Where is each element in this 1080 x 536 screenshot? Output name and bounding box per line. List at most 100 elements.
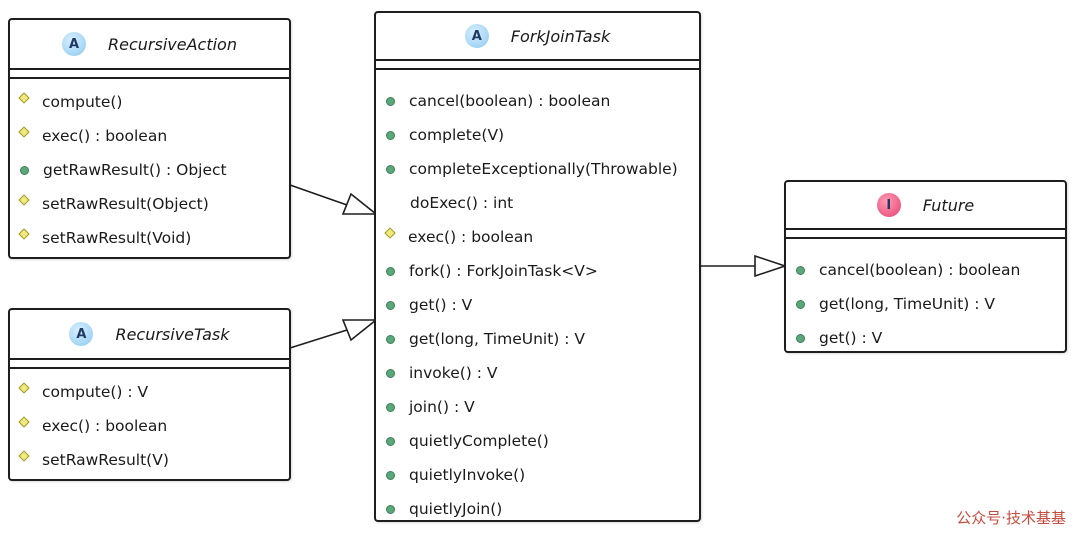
public-method-icon [386, 470, 395, 480]
operation-row[interactable]: get() : V [786, 321, 1065, 355]
operation-signature: complete(V) [409, 126, 505, 144]
protected-method-icon [384, 227, 396, 239]
operation-row[interactable]: setRawResult(Void) [10, 221, 289, 255]
operation-row[interactable]: complete(V) [376, 118, 699, 152]
operation-signature: get(long, TimeUnit) : V [409, 330, 586, 348]
class-recursive-action[interactable]: A RecursiveAction compute() exec() : bool… [8, 18, 291, 259]
operation-row[interactable]: invoke() : V [376, 356, 699, 390]
operation-row[interactable]: get(long, TimeUnit) : V [376, 322, 699, 356]
implements-arrowhead [754, 254, 788, 278]
public-method-icon [386, 504, 395, 514]
operation-row[interactable]: cancel(boolean) : boolean [376, 84, 699, 118]
class-name: Future [922, 195, 975, 215]
operation-signature: compute() : V [42, 383, 149, 401]
protected-method-icon [18, 382, 30, 394]
operations-compartment: compute() : V exec() : boolean setRawResul… [10, 369, 289, 477]
operation-signature: doExec() : int [410, 194, 514, 212]
operation-row[interactable]: join() : V [376, 390, 699, 424]
operation-signature: completeExceptionally(Throwable) [409, 160, 678, 178]
class-name: RecursiveAction [108, 34, 237, 54]
operation-row[interactable]: compute() : V [10, 375, 289, 409]
operation-signature: cancel(boolean) : boolean [409, 92, 611, 110]
interface-future[interactable]: I Future cancel(boolean) : boolean get(lo… [784, 180, 1067, 353]
operation-signature: fork() : ForkJoinTask<V> [409, 262, 598, 280]
protected-method-icon [18, 450, 30, 462]
operation-signature: cancel(boolean) : boolean [819, 261, 1021, 279]
operation-row[interactable]: quietlyComplete() [376, 424, 699, 458]
operation-row[interactable]: get() : V [376, 288, 699, 322]
operation-signature: join() : V [409, 398, 475, 416]
protected-method-icon [18, 194, 30, 206]
operation-row[interactable]: quietlyJoin() [376, 492, 699, 526]
class-header: I Future [786, 182, 1065, 230]
task-extends-arrowhead [341, 319, 379, 342]
public-method-icon [386, 266, 395, 276]
protected-method-icon [18, 228, 30, 240]
task-extends-line [289, 329, 348, 349]
operation-signature: invoke() : V [409, 364, 498, 382]
interface-icon: I [876, 193, 901, 217]
attributes-compartment [10, 360, 289, 369]
operation-row[interactable]: setRawResult(Object) [10, 187, 289, 221]
public-method-icon [386, 334, 395, 344]
operation-signature: exec() : boolean [408, 228, 534, 246]
operation-signature: get() : V [819, 329, 883, 347]
protected-method-icon [18, 126, 30, 138]
public-method-icon [796, 299, 805, 309]
action-extends-line [289, 184, 348, 206]
operation-row[interactable]: cancel(boolean) : boolean [786, 253, 1065, 287]
class-header: A RecursiveAction [10, 20, 289, 70]
attributes-compartment [376, 61, 699, 70]
operation-signature: setRawResult(Void) [42, 229, 192, 247]
operation-row[interactable]: quietlyInvoke() [376, 458, 699, 492]
operations-compartment: cancel(boolean) : boolean complete(V) comp… [376, 70, 699, 526]
action-extends-arrowhead [341, 192, 379, 215]
operation-signature: setRawResult(Object) [42, 195, 209, 213]
attributes-compartment [10, 70, 289, 79]
class-name: ForkJoinTask [510, 26, 611, 46]
public-method-icon [386, 300, 395, 310]
public-method-icon [386, 368, 395, 378]
operation-row[interactable]: getRawResult() : Object [10, 153, 289, 187]
operation-signature: get() : V [409, 296, 473, 314]
operation-signature: quietlyComplete() [409, 432, 549, 450]
class-recursive-task[interactable]: A RecursiveTask compute() : V exec() : bo… [8, 308, 291, 481]
operation-signature: compute() [42, 93, 123, 111]
operation-signature: exec() : boolean [42, 417, 168, 435]
operation-signature: quietlyInvoke() [409, 466, 526, 484]
public-method-icon [20, 165, 29, 175]
public-method-icon [796, 333, 805, 343]
operation-row[interactable]: doExec() : int [376, 186, 699, 220]
operation-row[interactable]: fork() : ForkJoinTask<V> [376, 254, 699, 288]
operation-row[interactable]: completeExceptionally(Throwable) [376, 152, 699, 186]
public-method-icon [386, 436, 395, 446]
operations-compartment: compute() exec() : boolean getRawResult() … [10, 79, 289, 255]
package-method-icon [386, 198, 396, 208]
public-method-icon [796, 265, 805, 275]
operation-row[interactable]: exec() : boolean [10, 409, 289, 443]
public-method-icon [386, 96, 395, 106]
operation-row[interactable]: exec() : boolean [376, 220, 699, 254]
operation-signature: getRawResult() : Object [43, 161, 227, 179]
protected-method-icon [18, 416, 30, 428]
operation-row[interactable]: get(long, TimeUnit) : V [786, 287, 1065, 321]
public-method-icon [386, 130, 395, 140]
operation-row[interactable]: setRawResult(V) [10, 443, 289, 477]
operation-signature: quietlyJoin() [409, 500, 503, 518]
operations-compartment: cancel(boolean) : boolean get(long, TimeU… [786, 239, 1065, 355]
public-method-icon [386, 402, 395, 412]
class-fork-join-task[interactable]: A ForkJoinTask cancel(boolean) : boolean… [374, 11, 701, 522]
operation-signature: exec() : boolean [42, 127, 168, 145]
protected-method-icon [18, 92, 30, 104]
class-name: RecursiveTask [115, 324, 230, 344]
abstract-class-icon: A [464, 24, 489, 48]
operation-row[interactable]: compute() [10, 85, 289, 119]
abstract-class-icon: A [62, 32, 87, 56]
class-header: A RecursiveTask [10, 310, 289, 360]
class-header: A ForkJoinTask [376, 13, 699, 61]
abstract-class-icon: A [69, 322, 94, 346]
public-method-icon [386, 164, 395, 174]
operation-signature: setRawResult(V) [42, 451, 169, 469]
operation-row[interactable]: exec() : boolean [10, 119, 289, 153]
